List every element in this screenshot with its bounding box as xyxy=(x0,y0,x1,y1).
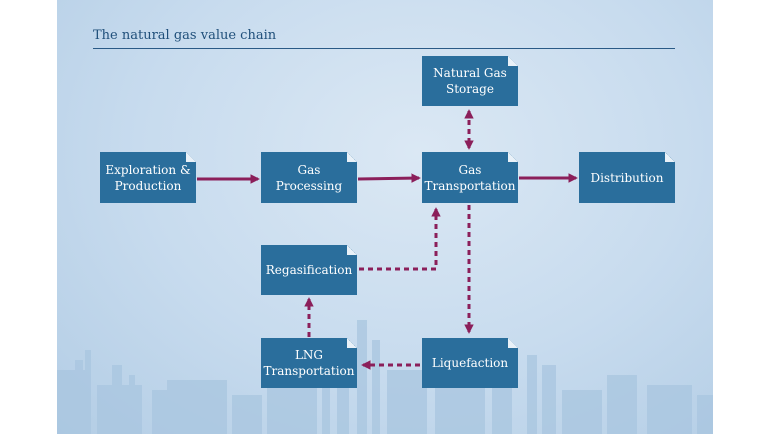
node-liquefaction: Liquefaction xyxy=(422,338,518,388)
diagram-title: The natural gas value chain xyxy=(93,28,277,43)
node-gas-processing: Gas Processing xyxy=(261,152,357,203)
node-label: Liquefaction xyxy=(431,356,509,370)
node-regasification: Regasification xyxy=(261,245,357,295)
node-label: Natural Gas Storage xyxy=(433,66,507,96)
node-exploration-production: Exploration & Production xyxy=(100,152,196,203)
arrow-processing-to-transportation xyxy=(357,173,421,183)
node-label: LNG Transportation xyxy=(263,348,355,378)
node-label: Gas Transportation xyxy=(424,162,516,193)
refinery-skyline-background xyxy=(57,320,713,434)
node-label: Exploration & Production xyxy=(105,162,191,193)
arrow-regasification-to-transportation xyxy=(359,207,441,271)
node-gas-transportation: Gas Transportation xyxy=(422,152,518,203)
diagram-panel xyxy=(57,0,713,434)
node-label: Regasification xyxy=(265,263,353,277)
title-divider xyxy=(93,48,675,49)
node-distribution: Distribution xyxy=(579,152,675,203)
node-label: Distribution xyxy=(590,170,664,185)
node-natural-gas-storage: Natural Gas Storage xyxy=(422,56,518,106)
node-label: Gas Processing xyxy=(275,162,343,193)
node-lng-transportation: LNG Transportation xyxy=(261,338,357,388)
